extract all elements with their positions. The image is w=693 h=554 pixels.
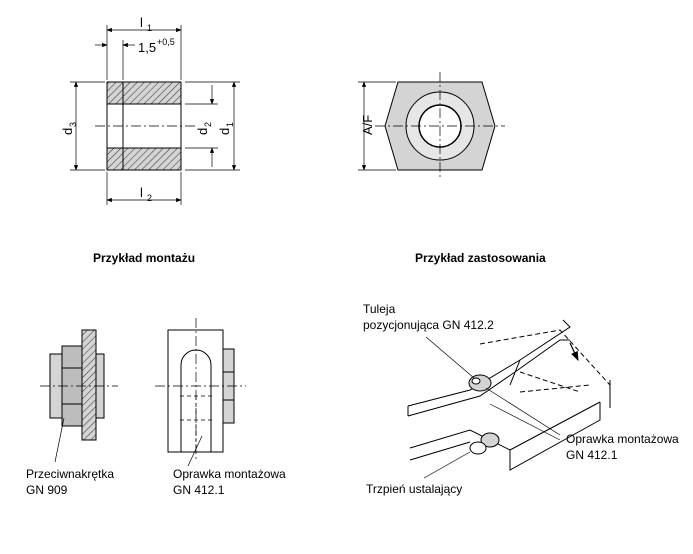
dim-d3-sub: 3 xyxy=(68,122,78,127)
dim-l2: l xyxy=(140,185,143,200)
dim-d2-sub: 2 xyxy=(203,122,213,127)
mounting-counter-nut xyxy=(40,329,118,463)
dim-tolerance: 1,5 xyxy=(138,40,156,55)
label-mount-holder-2: GN 412.1 xyxy=(173,483,225,497)
mounting-holder xyxy=(155,318,246,467)
label-counter-nut-2: GN 909 xyxy=(26,483,68,497)
label-mount-holder-1: Oprawka montażowa xyxy=(173,467,286,481)
label-sleeve-1: Tuleja xyxy=(363,302,396,316)
heading-application: Przykład zastosowania xyxy=(415,251,546,265)
dim-af: A/F xyxy=(360,115,375,135)
label-mount-holder2-2: GN 412.1 xyxy=(566,448,618,462)
dim-l1: l xyxy=(140,15,143,30)
dim-l2-sub: 2 xyxy=(147,193,152,203)
label-counter-nut-1: Przeciwnakrętka xyxy=(26,467,114,481)
section-view-dimensions: l 1 1,5 +0,5 l 2 d 3 d 2 d 1 xyxy=(60,15,235,203)
heading-mounting: Przykład montażu xyxy=(93,251,195,265)
dim-d1: d xyxy=(217,128,232,135)
dim-tolerance-sup: +0,5 xyxy=(157,37,175,47)
dim-d2: d xyxy=(195,128,210,135)
dim-l1-sub: 1 xyxy=(147,23,152,33)
section-view xyxy=(70,25,240,205)
label-pin: Trzpień ustalający xyxy=(366,482,462,496)
hex-af-label-group: A/F xyxy=(360,115,375,135)
hex-view xyxy=(358,72,505,180)
label-mount-holder2-1: Oprawka montażowa xyxy=(566,432,679,446)
label-sleeve-2: pozycjonująca GN 412.2 xyxy=(363,318,494,332)
application-sketch xyxy=(407,319,611,479)
dim-d1-sub: 1 xyxy=(225,122,235,127)
dim-d3: d xyxy=(60,128,75,135)
